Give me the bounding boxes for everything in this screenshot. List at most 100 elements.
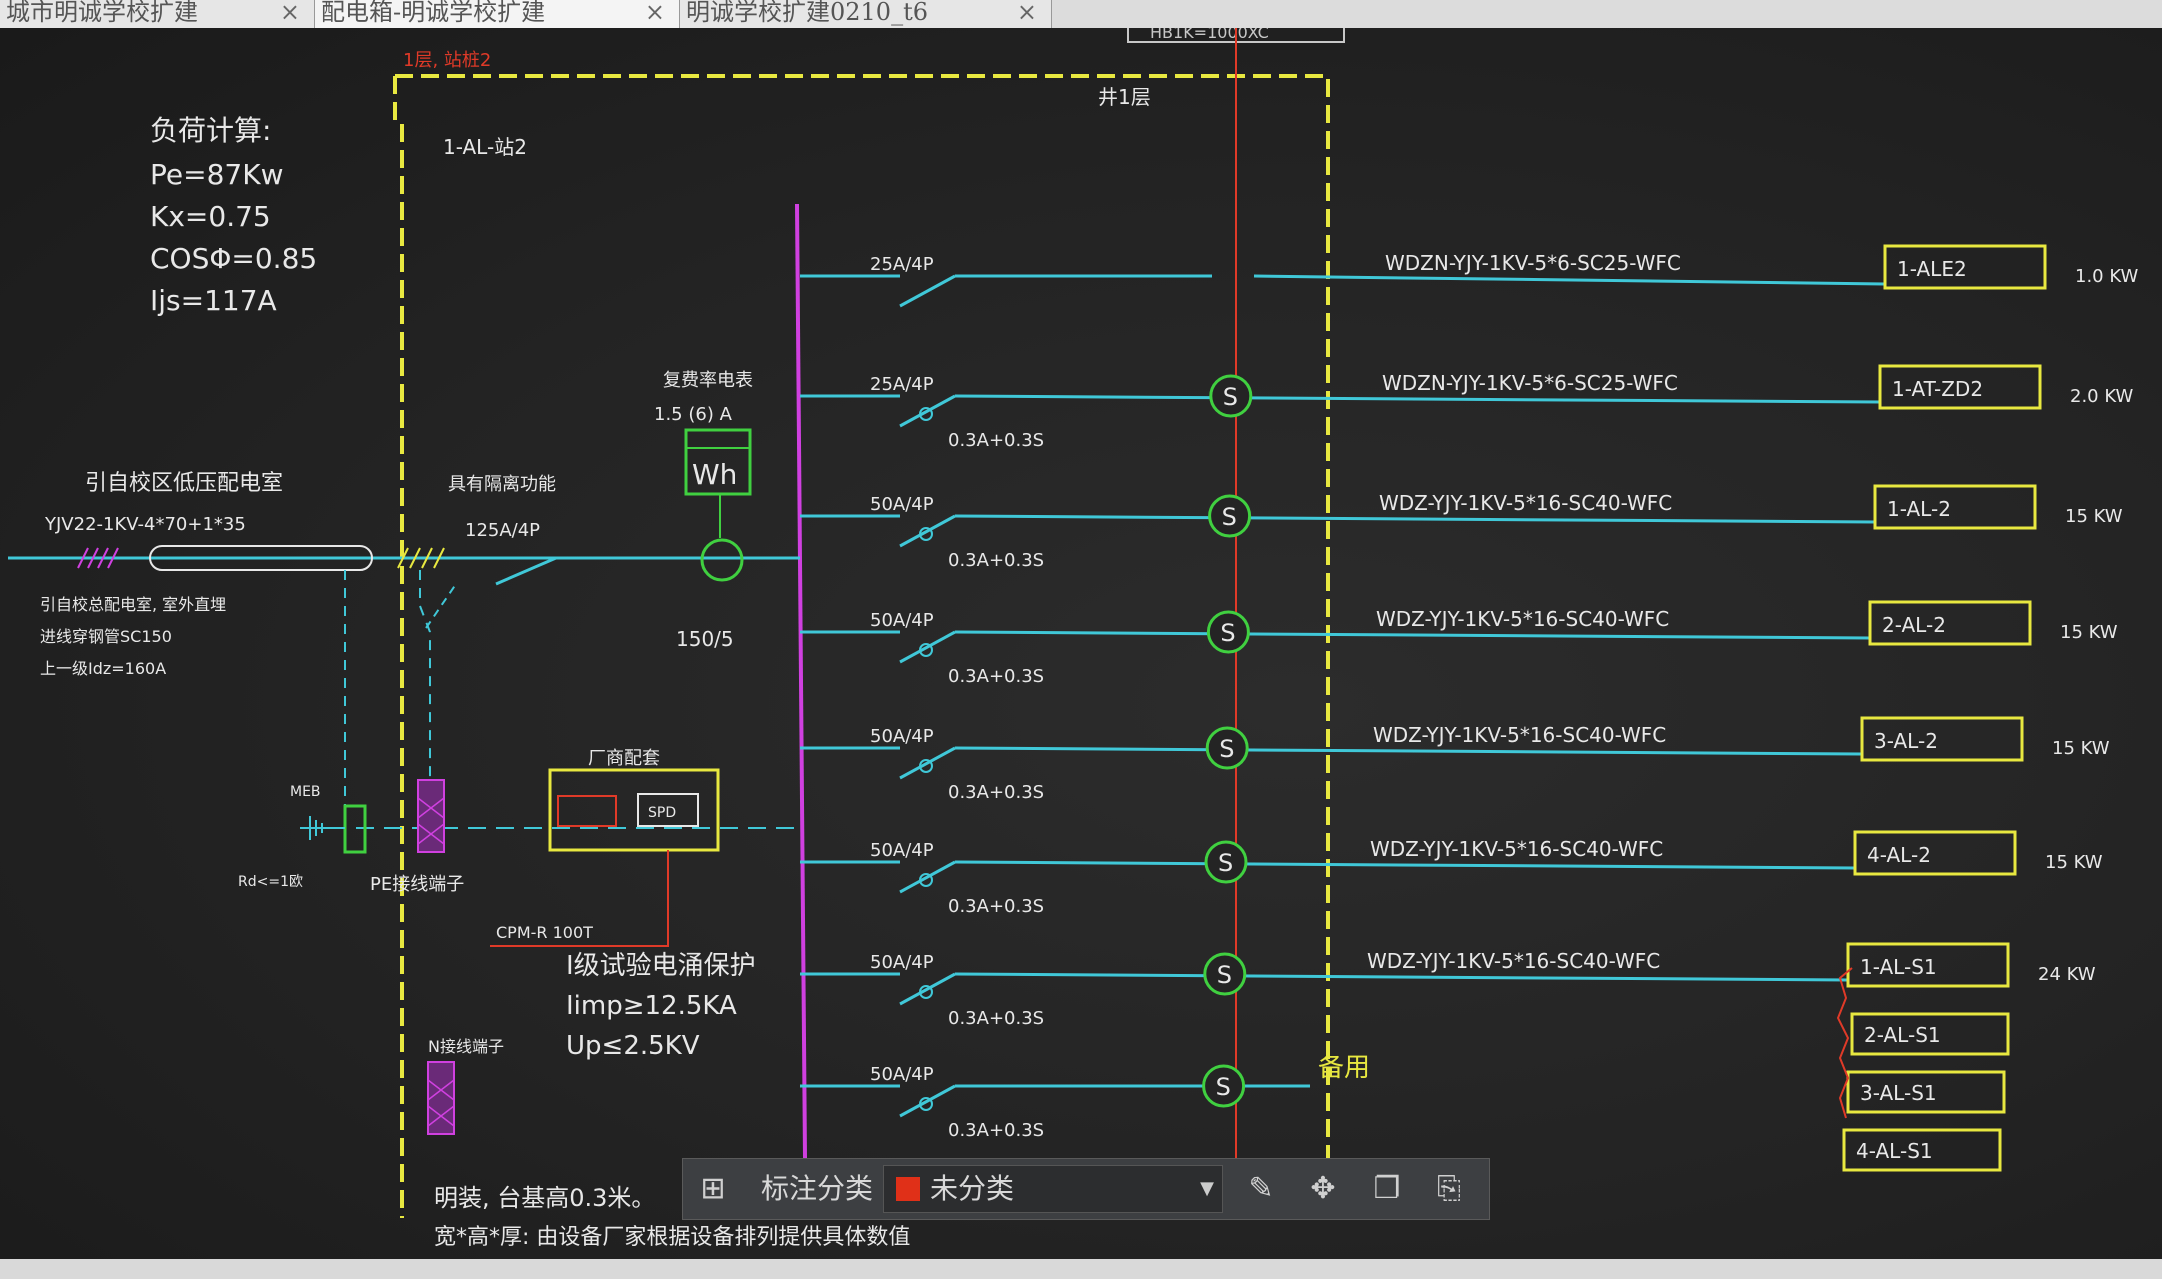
circuit-code: 4-AL-S1 (1856, 1139, 1933, 1163)
circuit-code-box (1853, 830, 2017, 876)
circuit-code: 2-AL-2 (1882, 613, 1946, 637)
rcd-rating: 0.3A+0.3S (948, 1120, 1044, 1141)
tab-distribution-box[interactable]: 配电箱-明诚学校扩建 × (315, 0, 680, 28)
cable-spec: WDZ-YJY-1KV-5*16-SC40-WFC (1376, 607, 1669, 631)
circuit-code: 2-AL-S1 (1864, 1023, 1941, 1047)
move-icon[interactable]: ✥ (1310, 1171, 1336, 1206)
cable-spec: WDZ-YJY-1KV-5*16-SC40-WFC (1367, 949, 1660, 973)
circuit-power: 15 KW (2060, 622, 2118, 643)
tab-school-0210[interactable]: 明诚学校扩建0210_t6 × (680, 0, 1052, 28)
tab-label: 明诚学校扩建0210_t6 (686, 0, 928, 26)
incoming-cable: YJV22-1KV-4*70+1*35 (44, 514, 246, 535)
tab-bar: 城市明诚学校扩建 × 配电箱-明诚学校扩建 × 明诚学校扩建0210_t6 × (0, 0, 2162, 28)
rcd-rating: 0.3A+0.3S (948, 550, 1044, 571)
breaker-rating: 50A/4P (870, 610, 934, 631)
breaker-blade (899, 746, 956, 780)
spd-label: SPD (648, 805, 676, 821)
building-tag: 井1层 (1098, 85, 1151, 109)
circuit-code: 1-ALE2 (1897, 257, 1967, 281)
spd-title: 厂商配套 (588, 748, 660, 769)
breaker-blade (899, 394, 956, 428)
paste-icon[interactable]: ⎘ (1437, 1171, 1461, 1206)
spd-line-2: Iimp≥12.5KA (566, 991, 737, 1021)
circuit-code: 3-AL-2 (1874, 729, 1938, 753)
n-terminal-hatch (427, 1079, 455, 1127)
rcd-dot (919, 1097, 933, 1111)
group-bracket (1836, 967, 1853, 1119)
rcd-dot (919, 407, 933, 421)
isolator-title: 具有隔离功能 (448, 474, 556, 495)
breaker-rating: 25A/4P (870, 254, 934, 275)
circuit-code-box (1878, 364, 2042, 410)
circuit-wire (954, 394, 1881, 404)
shunt-trip-icon (1208, 494, 1252, 538)
breaker-blade (899, 630, 956, 664)
close-icon[interactable]: × (644, 0, 665, 26)
category-select[interactable]: 未分类 ▼ (883, 1165, 1223, 1213)
grid-icon[interactable]: ⊞ (700, 1171, 726, 1206)
tab-city-school[interactable]: 城市明诚学校扩建 × (0, 0, 315, 28)
rcd-rating: 0.3A+0.3S (948, 430, 1044, 451)
breaker-rating: 25A/4P (870, 374, 934, 395)
busbar (795, 203, 807, 1159)
incoming-note-2: 进线穿钢管SC150 (40, 627, 172, 646)
tab-label: 配电箱-明诚学校扩建 (321, 0, 546, 26)
incoming-line: 引自校区低压配电室 YJV22-1KV-4*70+1*35 引自校总配电室, 室… (8, 471, 800, 678)
shunt-symbol: S (1223, 383, 1238, 411)
rd-label: Rd<=1欧 (238, 874, 303, 890)
load-calc-kx: Kx=0.75 (150, 200, 271, 233)
cable-spec: WDZN-YJY-1KV-5*6-SC25-WFC (1385, 251, 1681, 275)
n-terminal-label: N接线端子 (428, 1037, 504, 1056)
copy-icon[interactable]: ❐ (1373, 1171, 1401, 1206)
circuit-wire (954, 746, 1863, 756)
rcd-dot (919, 527, 933, 541)
edit-icon[interactable]: ✎ (1248, 1171, 1274, 1206)
shunt-trip-icon (1202, 1064, 1246, 1108)
breaker-rating: 50A/4P (870, 726, 934, 747)
ct-ratio: 150/5 (676, 627, 734, 651)
meb-label: MEB (290, 784, 321, 800)
load-calc-pe: Pe=87Kw (150, 158, 283, 191)
incoming-note-1: 引自校总配电室, 室外直埋 (40, 595, 226, 614)
breaker-blade (899, 514, 956, 548)
close-icon[interactable]: × (1016, 0, 1037, 26)
load-calc-cos: COSΦ=0.85 (150, 242, 317, 275)
circuit-code-box (1846, 1070, 2006, 1114)
annotation-category-label: 标注分类 (761, 1172, 874, 1205)
extra-circuit-codes: 2-AL-S13-AL-S14-AL-S1 (1842, 1012, 2010, 1172)
load-calc-ijs: Ijs=117A (150, 284, 277, 317)
ground-leads (344, 570, 431, 806)
rcd-rating: 0.3A+0.3S (948, 666, 1044, 687)
size-note: 宽*高*厚: 由设备厂家根据设备排列提供具体数值 (434, 1225, 910, 1250)
breaker-rating: 50A/4P (870, 494, 934, 515)
drawing-canvas[interactable] (0, 28, 2162, 1259)
circuit-power: 2.0 KW (2070, 386, 2134, 407)
breaker-blade (899, 860, 956, 894)
shunt-symbol: S (1216, 1073, 1231, 1101)
isolator-link (425, 583, 457, 629)
spd-frame (548, 768, 720, 852)
spd-line-1: I级试验电涌保护 (566, 951, 756, 981)
spd-line-3: Up≤2.5KV (566, 1031, 700, 1061)
board-id: 1-AL-站2 (443, 135, 527, 159)
load-calc-title: 负荷计算: (150, 114, 271, 147)
cable-spec: WDZ-YJY-1KV-5*16-SC40-WFC (1379, 491, 1672, 515)
shunt-symbol: S (1218, 849, 1233, 877)
earth-icon (309, 816, 323, 840)
shunt-trip-icon (1203, 952, 1247, 996)
circuit-power: 24 KW (2038, 964, 2096, 985)
tab-label: 城市明诚学校扩建 (6, 0, 198, 26)
current-transformer-icon (700, 538, 744, 582)
spd-breaker: CPM-R 100T (496, 923, 593, 942)
incoming-note-3: 上一级Idz=160A (40, 659, 166, 678)
close-icon[interactable]: × (279, 0, 300, 26)
incoming-title: 引自校区低压配电室 (85, 471, 283, 496)
chevron-down-icon: ▼ (1200, 1178, 1214, 1199)
wiring-diagram[interactable]: HB1K=1000XC 1层, 站桩2 1-AL-站2 井1层 负荷计算: Pe… (0, 28, 2162, 1259)
circuit-wire (954, 630, 1871, 640)
shunt-trip-icon (1209, 374, 1253, 418)
